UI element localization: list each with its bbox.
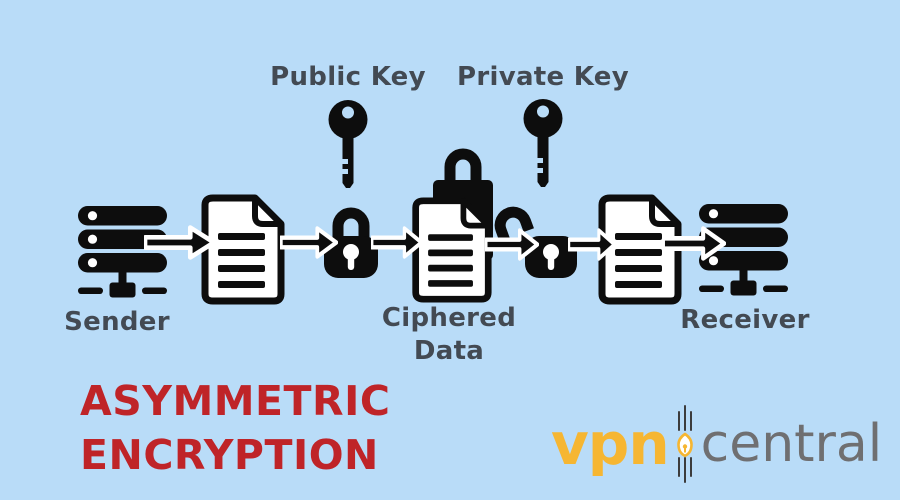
public-key-label: Public Key [270,62,426,92]
arrow-right-icon [280,226,338,259]
plain-document-icon [201,194,285,305]
ciphered-data-label: Ciphered Data [374,302,524,369]
arrow-right-icon [568,228,616,261]
vpncentral-logo: vpn central [551,402,882,486]
encrypt-padlock-icon [324,207,378,278]
decrypted-document-icon [598,194,682,305]
arrow-right-icon [662,226,726,261]
sender-label: Sender [64,307,170,337]
public-key-icon [328,100,368,188]
arrow-right-icon [371,226,423,259]
logo-vpn-text: vpn [551,410,670,478]
page-title-line1: ASYMMETRIC [80,377,391,425]
private-key-icon [523,99,563,187]
page-title: ASYMMETRIC ENCRYPTION [80,374,390,482]
vpncentral-shield-icon [676,405,693,483]
arrow-right-icon [485,228,539,261]
receiver-label: Receiver [680,305,810,335]
logo-central-text: central [700,414,883,474]
page-title-line2: ENCRYPTION [80,431,379,479]
arrow-right-icon [144,225,216,260]
private-key-label: Private Key [457,62,629,92]
ciphered-document-icon [412,197,492,303]
ciphered-data-label-line2: Data [413,336,485,367]
encrypted-file-lock-shackle-icon [444,148,482,184]
ciphered-data-label-line1: Ciphered [381,303,517,333]
